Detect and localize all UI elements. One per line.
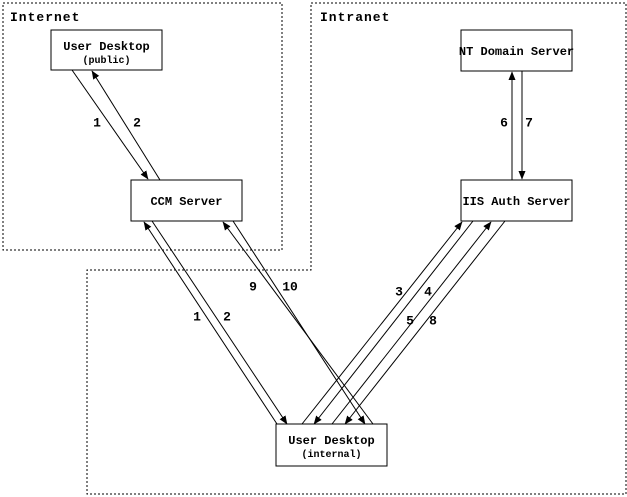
arrow-step-label: 7 — [525, 115, 533, 130]
internet-zone-border — [2, 2, 283, 251]
arrow-step-label: 1 — [193, 309, 201, 324]
intranet-zone-border — [86, 2, 627, 495]
arrow-step-label: 1 — [93, 115, 101, 130]
nt-domain-server-box — [460, 29, 573, 72]
user-desktop-public-title: User Desktop — [63, 40, 149, 54]
arrow-user-desktop-public-to-ccm-server-step-1 — [71, 69, 149, 180]
ccm-server-title: CCM Server — [150, 195, 222, 209]
nt-domain-server: NT Domain Server — [459, 29, 574, 72]
user-desktop-internal-box — [275, 423, 388, 467]
arrow-step-label: 2 — [133, 115, 141, 130]
nt-domain-server-title: NT Domain Server — [459, 45, 574, 59]
arrow-ccm-server-to-user-desktop-internal-step-2 — [151, 220, 288, 425]
iis-auth-server: IIS Auth Server — [460, 179, 573, 222]
arrow-step-label: 5 — [406, 313, 414, 328]
arrow-step-label: 4 — [424, 284, 432, 299]
ccm-server: CCM Server — [130, 179, 243, 222]
arrow-step-label: 9 — [249, 279, 257, 294]
arrow-user-desktop-internal-to-iis-auth-server-step-3 — [301, 221, 463, 425]
arrow-iis-auth-server-to-user-desktop-internal-step-8 — [344, 220, 506, 425]
intranet-zone-label: Intranet — [320, 10, 390, 25]
iis-auth-server-title: IIS Auth Server — [462, 195, 570, 209]
ccm-server-box — [130, 179, 243, 222]
user-desktop-internal-title: User Desktop — [288, 434, 374, 448]
arrow-step-label: 8 — [429, 313, 437, 328]
arrow-ccm-server-to-user-desktop-internal-step-10 — [232, 220, 366, 425]
arrow-ccm-server-to-user-desktop-public-step-2 — [91, 70, 161, 181]
user-desktop-public-box — [50, 29, 163, 71]
arrow-user-desktop-internal-to-iis-auth-server-step-5 — [331, 221, 492, 425]
user-desktop-public-subtitle: (public) — [82, 55, 130, 67]
internet-zone-label: Internet — [10, 10, 80, 25]
arrow-user-desktop-internal-to-ccm-server-step-9 — [222, 221, 374, 425]
arrow-iis-auth-server-to-user-desktop-internal-step-4 — [313, 220, 474, 425]
arrow-step-label: 3 — [395, 284, 403, 299]
arrow-step-label: 6 — [500, 115, 508, 130]
arrow-user-desktop-internal-to-ccm-server-step-1 — [143, 221, 278, 425]
arrow-step-label: 2 — [223, 309, 231, 324]
arrow-step-label: 10 — [282, 279, 298, 294]
user-desktop-public: User Desktop(public) — [50, 29, 163, 71]
user-desktop-internal-subtitle: (internal) — [301, 449, 361, 461]
iis-auth-server-box — [460, 179, 573, 222]
user-desktop-internal: User Desktop(internal) — [275, 423, 388, 467]
